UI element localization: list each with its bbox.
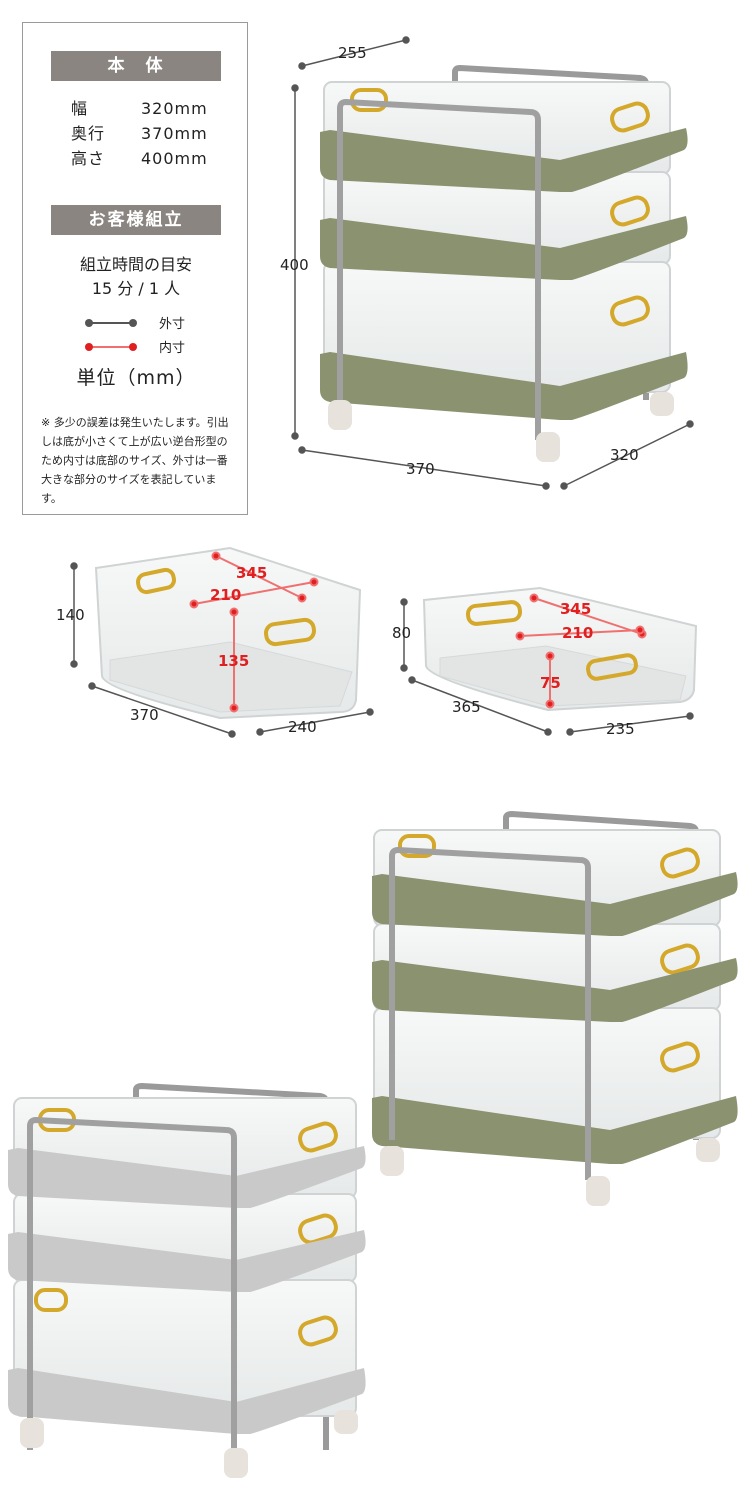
body-header: 本 体 xyxy=(51,51,221,81)
legend-inner: 内寸 xyxy=(83,340,203,356)
cart-green-lower xyxy=(372,810,738,1206)
note-text: ※ 多少の誤差は発生いたします。引出しは底が小さくて上が広い逆台形型のため内寸は… xyxy=(41,416,229,505)
large-drawer-depth: 370 xyxy=(130,706,159,724)
large-drawer-width: 240 xyxy=(288,718,317,736)
assembly-header: お客様組立 xyxy=(51,205,221,235)
large-drawer-inner-top: 345 xyxy=(236,564,268,582)
large-drawer-height: 140 xyxy=(56,606,85,624)
dim-depth: 370 xyxy=(406,460,435,478)
small-drawer-depth: 365 xyxy=(452,698,481,716)
dim-top: 255 xyxy=(338,44,367,62)
small-drawer-inner-height: 75 xyxy=(540,674,561,692)
dim-height: 400 xyxy=(280,256,309,274)
small-drawer-height: 80 xyxy=(392,624,412,642)
assembly-time-value: 15 分 / 1 人 xyxy=(91,279,181,298)
large-drawer-inner-height: 135 xyxy=(218,652,250,670)
large-drawer-illustration xyxy=(70,546,374,738)
dim-width: 320 xyxy=(610,446,639,464)
unit-label: 単位（mm） xyxy=(76,367,196,389)
cart-dimension-lines xyxy=(291,36,694,490)
small-drawer-width: 235 xyxy=(606,720,635,738)
small-drawer-illustration xyxy=(400,586,698,736)
small-drawer-inner-top: 345 xyxy=(560,600,592,618)
cart-green-top xyxy=(320,65,688,462)
legend-outer: 外寸 xyxy=(83,316,203,332)
assembly-time-label: 組立時間の目安 xyxy=(79,255,192,274)
cart-gray xyxy=(8,1082,366,1478)
large-drawer-inner-width: 210 xyxy=(210,586,242,604)
small-drawer-inner-width: 210 xyxy=(562,624,594,642)
